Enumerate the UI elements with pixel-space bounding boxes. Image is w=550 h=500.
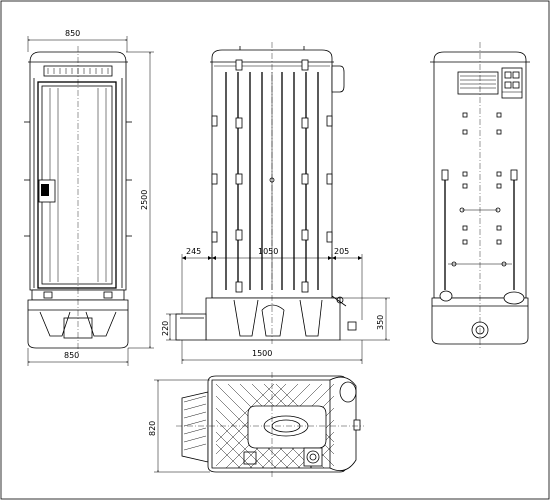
dim-front-width-top: 850 <box>65 29 80 38</box>
dim-front-height: 2500 <box>140 190 149 210</box>
side-view: 245 1050 205 1500 220 350 <box>161 42 390 364</box>
front-door <box>37 81 117 289</box>
rear-view <box>430 42 530 348</box>
rear-vent <box>457 71 499 95</box>
dim-plan-depth: 820 <box>148 421 157 436</box>
dim-side-base-height-right: 350 <box>376 315 385 330</box>
dim-side-right-offset: 205 <box>334 247 349 256</box>
dim-side-left-offset: 245 <box>186 247 201 256</box>
dim-side-total-width: 1500 <box>252 349 272 358</box>
front-view: 850 <box>24 29 154 366</box>
plan-view: 820 <box>148 372 364 478</box>
dim-front-width-bottom: 850 <box>64 351 79 360</box>
dim-side-base-height-left: 220 <box>161 321 170 336</box>
dim-side-center-width: 1050 <box>258 247 278 256</box>
floor-drain <box>306 450 320 464</box>
